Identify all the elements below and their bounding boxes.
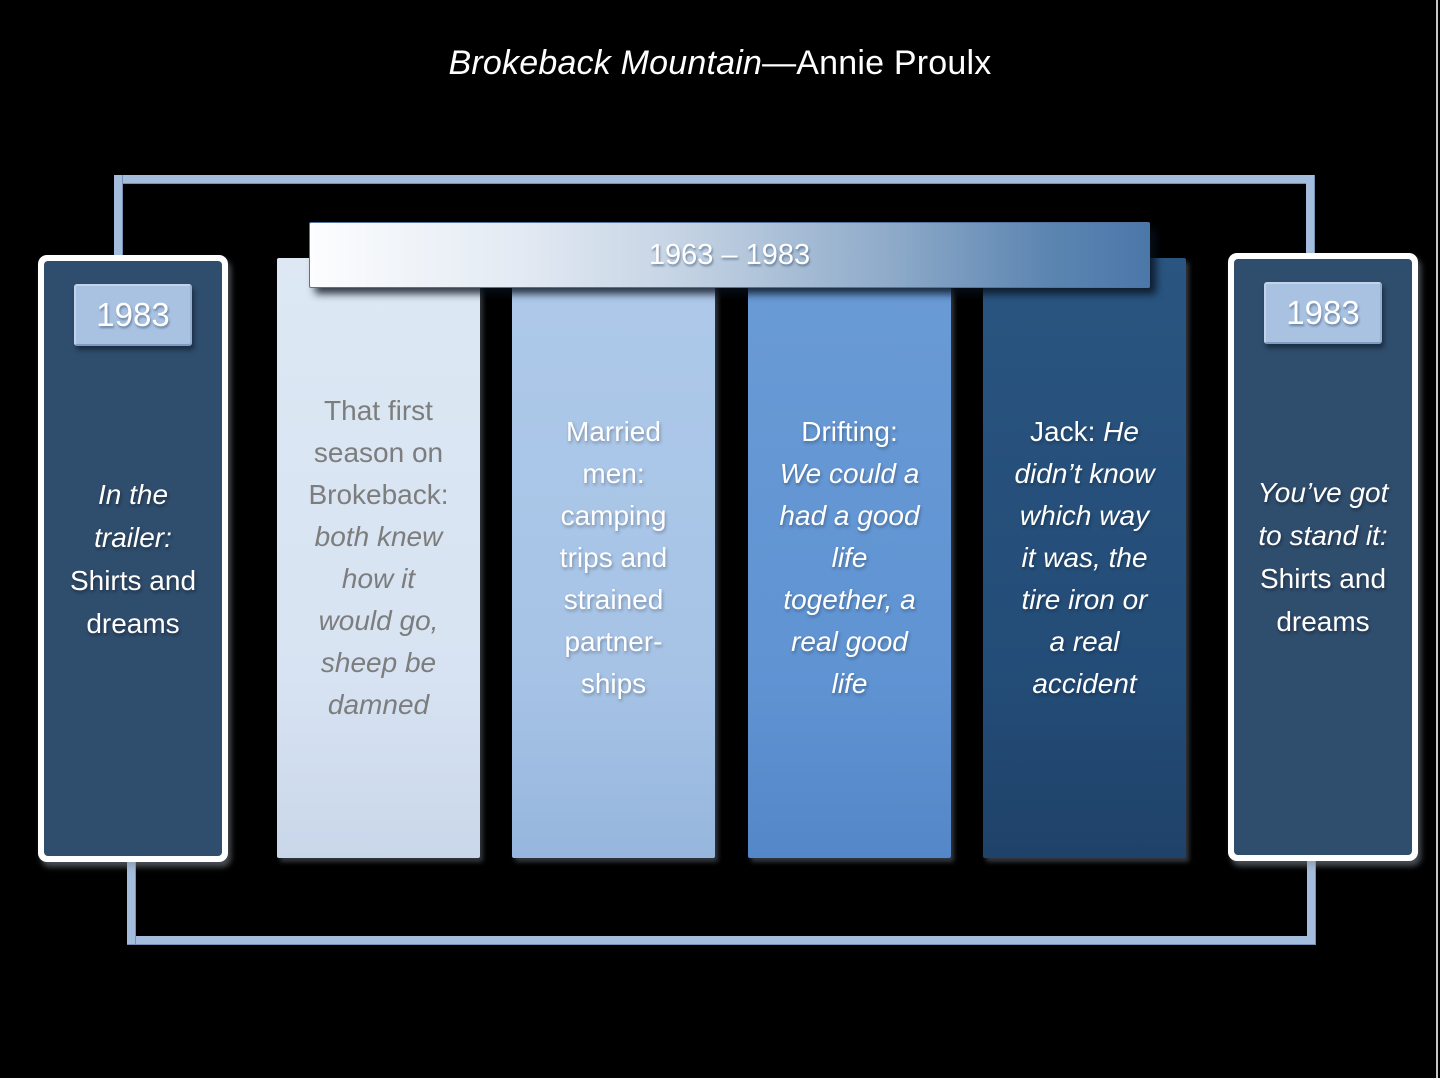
year-badge-left: 1983	[74, 284, 192, 346]
column-jack-text: Jack: He didn’t know which way it was, t…	[1012, 411, 1157, 705]
column-married-men-text: Married men: camping trips and strained …	[541, 411, 686, 705]
panel-1983-left-body: 1983 In the trailer: Shirts and dreams	[44, 261, 222, 856]
screen-edge-line	[1436, 0, 1438, 1078]
timeline-bar: 1963 – 1983	[309, 222, 1150, 288]
column-jack-italic: He didn’t know which way it was, the tir…	[1014, 416, 1155, 699]
column-married-men: Married men: camping trips and strained …	[512, 258, 715, 858]
column-first-season-italic: both knew how it would go, sheep be damn…	[314, 521, 443, 720]
column-jack: Jack: He didn’t know which way it was, t…	[983, 258, 1186, 858]
column-married-men-regular: Married men: camping trips and strained …	[559, 416, 668, 699]
slide-title: Brokeback Mountain—Annie Proulx	[0, 44, 1440, 83]
panel-1983-right: 1983 You’ve got to stand it: Shirts and …	[1228, 253, 1418, 861]
timeline-range-label: 1963 – 1983	[648, 238, 811, 271]
title-work: Brokeback Mountain	[448, 44, 763, 82]
title-author: —Annie Proulx	[762, 44, 992, 82]
column-drifting-italic: We could a had a good life together, a r…	[779, 458, 920, 699]
column-drifting-regular: Drifting:	[801, 416, 898, 447]
column-first-season-regular: That first season on Brokeback:	[308, 395, 449, 510]
panel-1983-left-text: In the trailer: Shirts and dreams	[67, 473, 199, 645]
bottom-bracket-horizontal-line	[127, 936, 1316, 945]
panel-1983-right-text: You’ve got to stand it: Shirts and dream…	[1257, 471, 1389, 643]
column-drifting-text: Drifting: We could a had a good life tog…	[777, 411, 922, 705]
year-badge-right: 1983	[1264, 282, 1382, 344]
top-bracket-right-vertical-line	[1306, 175, 1315, 259]
column-jack-regular: Jack:	[1030, 416, 1104, 447]
panel-right-italic-text: You’ve got to stand it:	[1257, 477, 1389, 551]
top-bracket-left-vertical-line	[114, 175, 123, 265]
panel-right-regular-text: Shirts and dreams	[1259, 563, 1387, 637]
column-drifting: Drifting: We could a had a good life tog…	[748, 258, 951, 858]
top-bracket-horizontal-line	[114, 175, 1315, 184]
column-first-season: That first season on Brokeback: both kne…	[277, 258, 480, 858]
bottom-bracket-left-vertical-line	[127, 858, 136, 945]
panel-1983-right-body: 1983 You’ve got to stand it: Shirts and …	[1234, 259, 1412, 855]
column-first-season-text: That first season on Brokeback: both kne…	[306, 390, 451, 726]
bottom-bracket-right-vertical-line	[1307, 858, 1316, 945]
panel-left-regular-text: Shirts and dreams	[69, 564, 197, 639]
panel-left-italic-text: In the trailer:	[94, 478, 172, 553]
panel-1983-left: 1983 In the trailer: Shirts and dreams	[38, 255, 228, 862]
